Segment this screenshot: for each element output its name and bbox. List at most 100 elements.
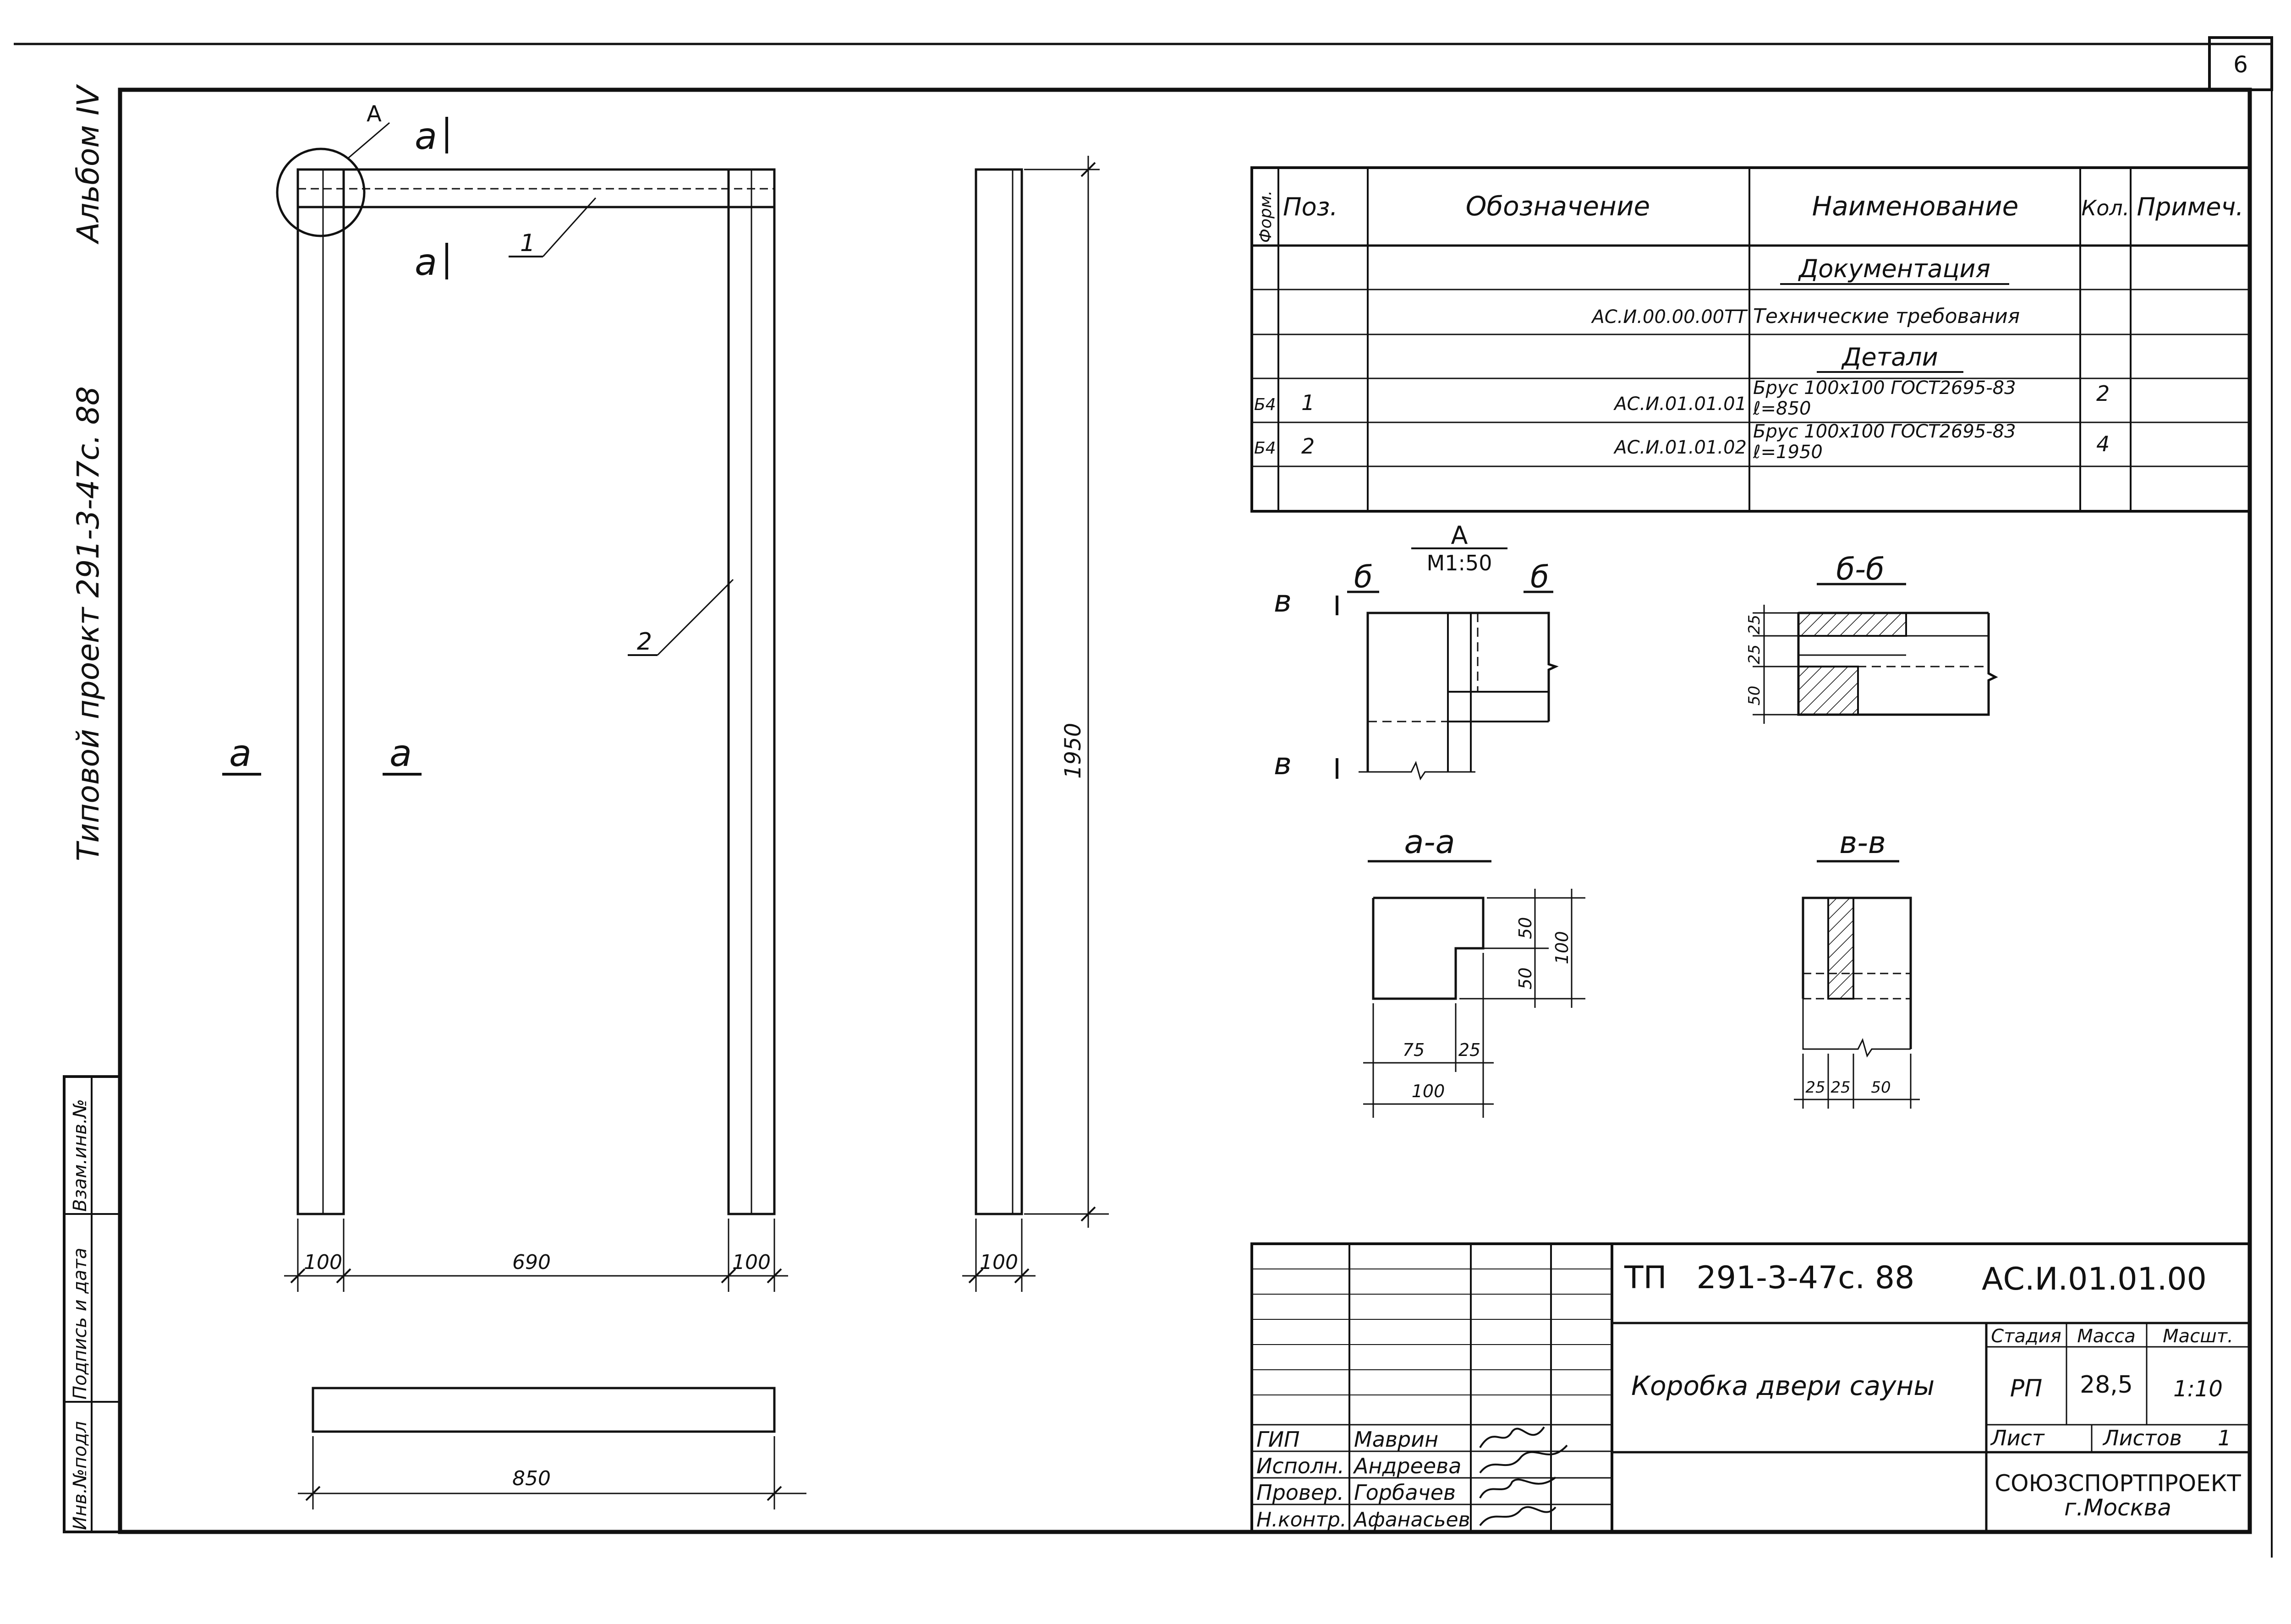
detail-a-scale: М1:50 — [1427, 551, 1492, 575]
section-aa — [1363, 860, 1585, 1118]
title-scale-header: Масшт. — [2163, 1326, 2233, 1347]
front-view — [222, 117, 806, 1509]
spec-row2-qty: 4 — [2096, 432, 2110, 456]
dim-right-100: 100 — [732, 1251, 771, 1274]
section-bb-dim-25b: 25 — [1745, 645, 1764, 664]
detail-a-mark-b-right: б — [1530, 559, 1549, 595]
spec-row1-name: Брус 100х100 ГОСТ2695-83 — [1753, 377, 2016, 399]
side-view — [962, 156, 1109, 1292]
section-bb-hatch-top — [1798, 612, 1907, 637]
sheet-number: 6 — [2233, 51, 2248, 78]
detail-a-mark-v-top: в — [1274, 584, 1292, 619]
stamp-replace-label: Взам.инв.№ — [70, 1099, 91, 1212]
dim-1950: 1950 — [1060, 723, 1086, 779]
section-bb-hatch-bottom — [1798, 666, 1859, 716]
section-vv-dim-25b: 25 — [1831, 1078, 1850, 1097]
section-aa-dim-50a: 50 — [1515, 917, 1535, 939]
section-aa-title: а-а — [1404, 823, 1455, 861]
spec-header-note: Примеч. — [2137, 192, 2243, 221]
stamp-inv-label: Инв.№подл — [70, 1421, 91, 1530]
callout-a-label: А — [367, 101, 382, 127]
spec-row2-format: Б4 — [1254, 439, 1276, 458]
spec-section-details: Детали — [1841, 343, 1938, 372]
section-aa-dim-50b: 50 — [1515, 968, 1535, 990]
spec-section-docs: Документация — [1798, 254, 1990, 283]
section-vv-dim-50: 50 — [1871, 1078, 1891, 1097]
detail-a-mark-b-left: б — [1354, 559, 1373, 595]
section-bb-dim-25a: 25 — [1745, 615, 1764, 634]
dim-690: 690 — [512, 1251, 551, 1274]
signature-role-1: ГИП — [1256, 1427, 1300, 1452]
album-label: Альбом IV — [71, 84, 106, 245]
title-code-right: АС.И.01.01.00 — [1982, 1261, 2207, 1297]
title-city: г.Москва — [2064, 1494, 2171, 1521]
cut-mark-a-left: а — [229, 732, 252, 775]
signature-role-2: Исполн. — [1256, 1454, 1344, 1478]
spec-doc-name: Технические требования — [1753, 305, 2020, 328]
title-sheet-label: Лист — [1990, 1426, 2045, 1450]
title-sheets-count: 1 — [2218, 1426, 2231, 1450]
section-bb-dim-50: 50 — [1745, 686, 1764, 705]
cut-mark-a-right: а — [389, 732, 412, 775]
stamp-sign-label: Подпись и дата — [70, 1248, 91, 1400]
detail-a-callout-circle — [276, 148, 366, 237]
section-aa-dim-75: 75 — [1403, 1040, 1425, 1060]
spec-header-format: Форм. — [1256, 191, 1275, 243]
signature-scribbles — [1479, 1426, 1568, 1526]
sheet-frame — [14, 36, 2273, 1558]
spec-row1-length: ℓ=850 — [1753, 398, 1811, 419]
signature-role-4: Н.контр. — [1256, 1508, 1347, 1531]
title-scale-value: 1:10 — [2173, 1376, 2223, 1402]
spec-table — [1250, 166, 2251, 513]
spec-row1-pos: 1 — [1301, 390, 1315, 415]
spec-row1-designation: АС.И.01.01.01 — [1613, 394, 1747, 415]
spec-header-name: Наименование — [1812, 191, 2019, 222]
section-bb-title: б-б — [1836, 552, 1884, 587]
title-mass-header: Масса — [2077, 1326, 2136, 1347]
spec-row2-pos: 2 — [1301, 434, 1315, 459]
stamp-column — [63, 1075, 121, 1533]
spec-header-qty: Кол. — [2082, 196, 2130, 220]
project-label: Типовой проект 291-3-47с. 88 — [71, 386, 106, 861]
title-block — [1250, 1242, 2251, 1533]
leader-2-label: 2 — [637, 628, 652, 656]
dim-side-100: 100 — [980, 1251, 1018, 1274]
title-stage-value: РП — [2010, 1375, 2042, 1402]
detail-a-mark-v-bottom: в — [1274, 746, 1292, 782]
title-sheets-label: Листов — [2102, 1426, 2182, 1450]
title-org: СОЮЗСПОРТПРОЕКТ — [1995, 1470, 2241, 1497]
signature-role-3: Провер. — [1256, 1480, 1344, 1505]
dim-left-100: 100 — [304, 1251, 342, 1274]
section-vv — [1794, 860, 1920, 1109]
signature-name-4: Афанасьев — [1353, 1508, 1470, 1531]
spec-header-pos: Поз. — [1283, 192, 1338, 221]
title-stage-header: Стадия — [1991, 1326, 2061, 1347]
spec-doc-designation: АС.И.00.00.00ТТ — [1590, 306, 1748, 328]
section-aa-dim-100v: 100 — [1552, 931, 1572, 964]
section-aa-dim-100h: 100 — [1412, 1081, 1445, 1101]
title-mass-value: 28,5 — [2080, 1371, 2133, 1399]
leader-1-label: 1 — [520, 230, 535, 257]
section-vv-dim-25a: 25 — [1805, 1078, 1825, 1097]
dim-850: 850 — [512, 1467, 551, 1490]
detail-a-title: А — [1451, 521, 1468, 550]
spec-row1-qty: 2 — [2096, 381, 2110, 406]
section-bb — [1753, 583, 1998, 724]
spec-row2-length: ℓ=1950 — [1753, 442, 1823, 463]
signature-name-3: Горбачев — [1354, 1480, 1456, 1505]
cut-mark-a-bottom: а — [415, 241, 437, 284]
title-code-left: ТП 291-3-47с. 88 — [1624, 1260, 1914, 1296]
section-vv-hatch — [1827, 897, 1854, 1000]
signature-name-1: Маврин — [1354, 1427, 1438, 1452]
spec-header-designation: Обозначение — [1466, 191, 1650, 222]
cut-mark-a-top: а — [415, 115, 437, 158]
detail-a — [1336, 547, 1559, 781]
signature-name-2: Андреева — [1353, 1454, 1461, 1478]
spec-row2-designation: АС.И.01.01.02 — [1613, 437, 1747, 458]
spec-row1-format: Б4 — [1254, 395, 1276, 414]
spec-row2-name: Брус 100х100 ГОСТ2695-83 — [1753, 421, 2016, 442]
title-product-name: Коробка двери сауны — [1631, 1370, 1935, 1401]
section-aa-dim-25: 25 — [1458, 1040, 1480, 1060]
section-vv-title: в-в — [1839, 825, 1886, 860]
